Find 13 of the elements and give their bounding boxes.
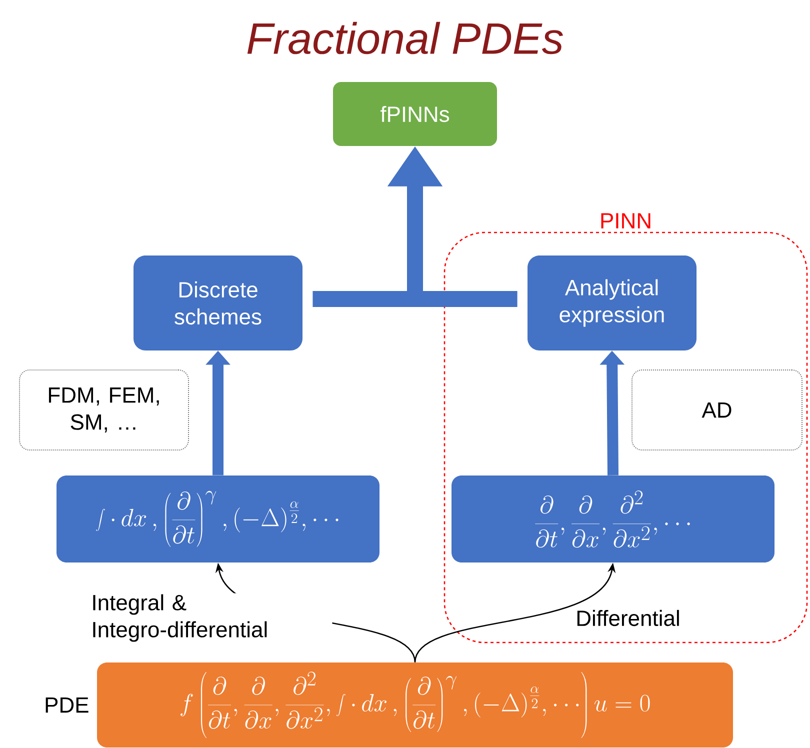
title: Fractional PDEs [247, 22, 563, 54]
process-box: Discrete schemes [134, 256, 302, 350]
edge-label: Integral & Integro-differential [90, 593, 332, 643]
equation-box: $f\left(\frac{\partial}{\partial t},\frac{\partial}{\partial x},\frac{\partial^2}{\partial x^2},\int\cdot\, dx\,,\left(\frac{\partial}{\partial t}\right)^{\gamma},(-\Delta)^{\frac{\alpha}{2}},\cdots\right)u=0$ [97, 662, 733, 748]
result-box: fPINNs [333, 82, 497, 146]
process-box: Analytical expression [528, 256, 696, 350]
node-label: PINN [601, 213, 650, 228]
method-box: AD [632, 370, 802, 450]
formula-box: $\int\cdot\, dx\,,\left(\frac{\partial}{\partial t}\right)^{\gamma},(-\Delta)^{\frac{\alpha}{2}},\cdots$ [56, 476, 380, 562]
node-caption: PDE [46, 697, 88, 713]
edge-label: Differential [574, 608, 682, 628]
formula-box: $\frac{\partial}{\partial t},\frac{\partial}{\partial x},\frac{\partial^2}{\partial x^2},\cdots$ [452, 476, 774, 562]
method-box: FDM, FEM, SM, … [19, 370, 189, 450]
